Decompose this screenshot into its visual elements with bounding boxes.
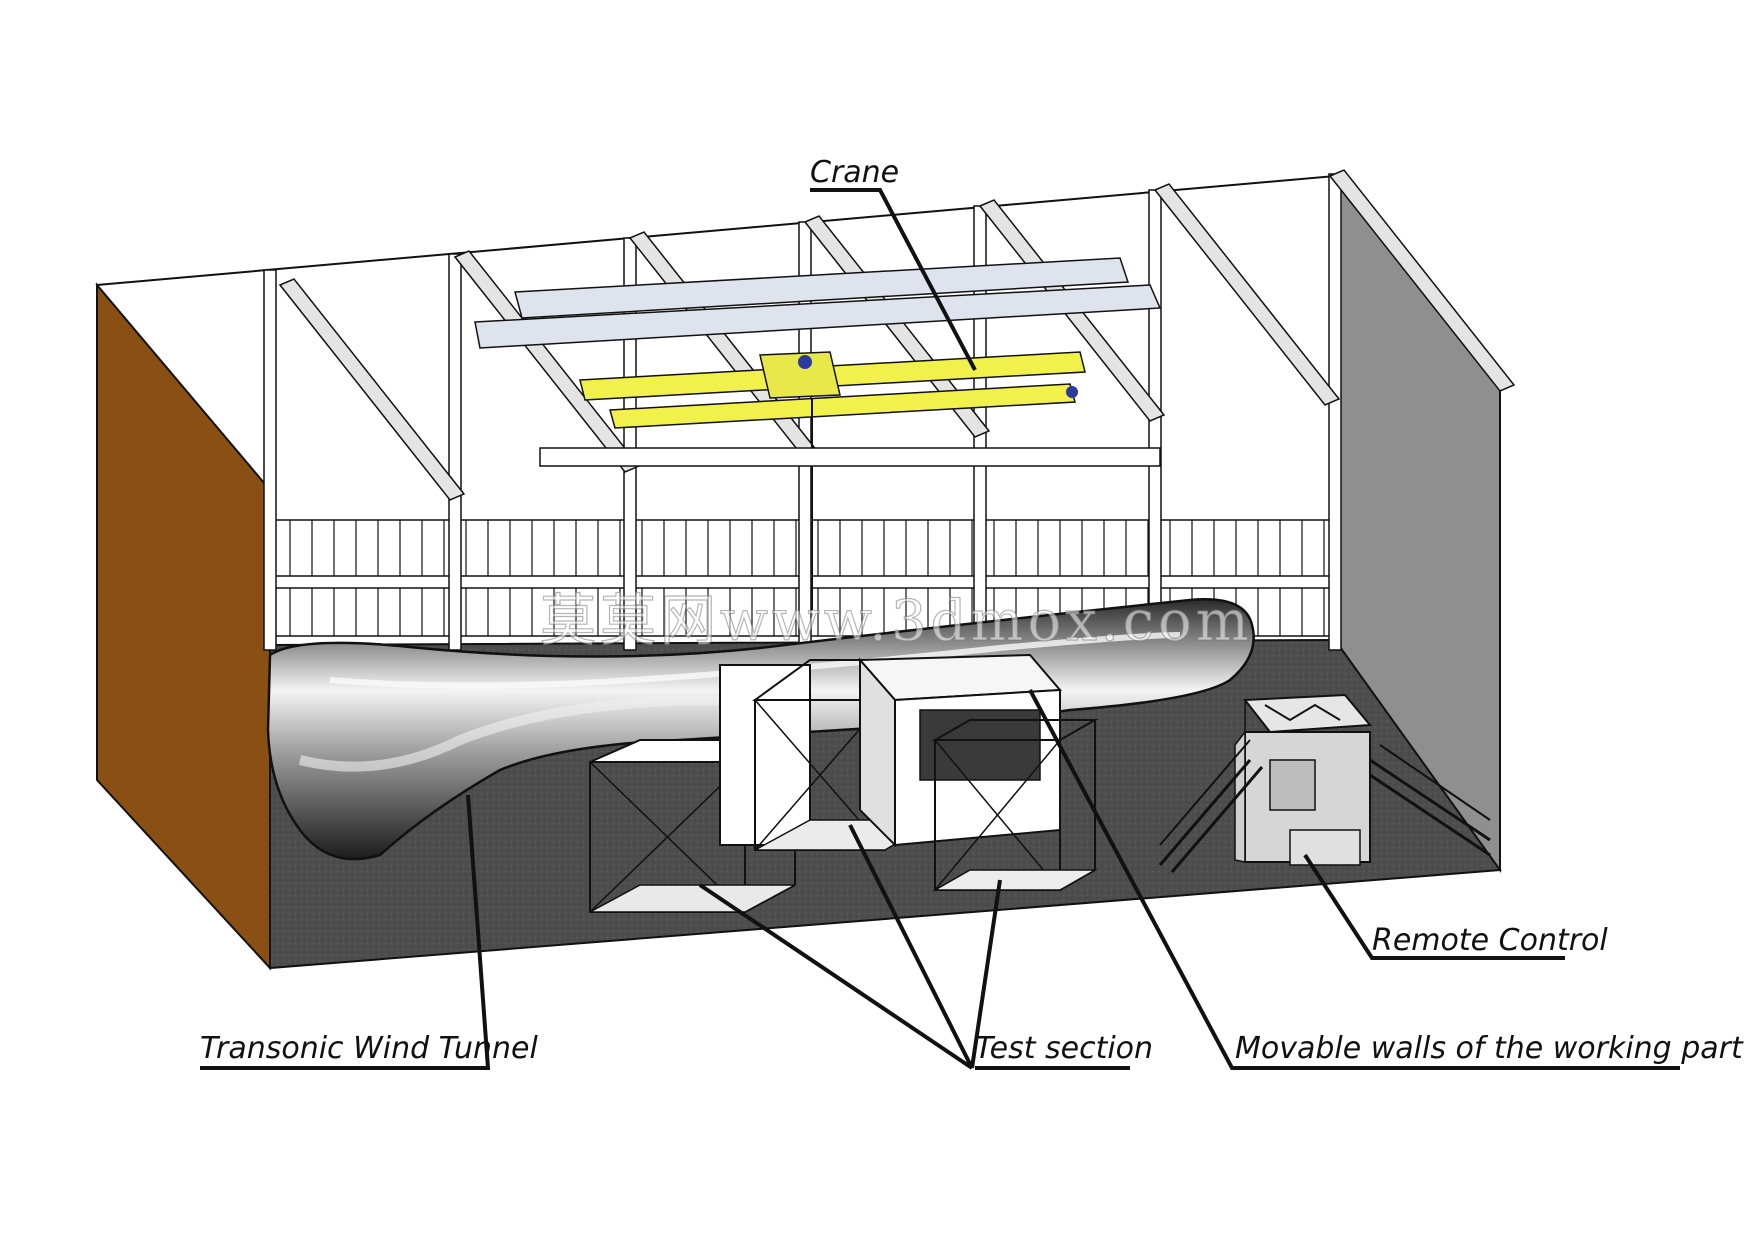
crane-leader [810, 188, 977, 371]
watermark-text: 莫莫网www.3dmox.com [540, 589, 1253, 654]
remote-control-label: Remote Control [1372, 923, 1608, 958]
cabin-stairs-right [1369, 744, 1491, 857]
roof-truss [1328, 169, 1516, 392]
remote-control-cabin [1234, 693, 1373, 866]
test-section-leader-b [848, 824, 974, 1069]
movable-walls-leader [1028, 689, 1680, 1070]
movable-walls-housing [857, 653, 1063, 848]
transonic-wind-tunnel-leader [200, 794, 491, 1070]
column [448, 253, 462, 651]
test-section-leader-a [698, 883, 974, 1070]
movable-walls-label: Movable walls of the working part [1235, 1031, 1744, 1066]
columns [263, 173, 1342, 651]
column [1328, 173, 1342, 651]
callout-leaders [200, 188, 1680, 1070]
crane-assembly [474, 257, 1162, 610]
column [263, 269, 277, 651]
test-section-leader-c [970, 879, 1002, 1069]
crane-label: Crane [810, 155, 899, 190]
test-section-label: Test section [975, 1031, 1153, 1066]
test-section-frame-center [719, 659, 938, 851]
roof-truss [278, 278, 466, 501]
remote-control-leader [1303, 853, 1565, 960]
cabin-stairs-left [1158, 739, 1264, 873]
roof-truss [1153, 183, 1341, 406]
transonic-wind-tunnel-label: Transonic Wind Tunnel [200, 1031, 538, 1066]
test-section-frame-right [931, 719, 1099, 891]
